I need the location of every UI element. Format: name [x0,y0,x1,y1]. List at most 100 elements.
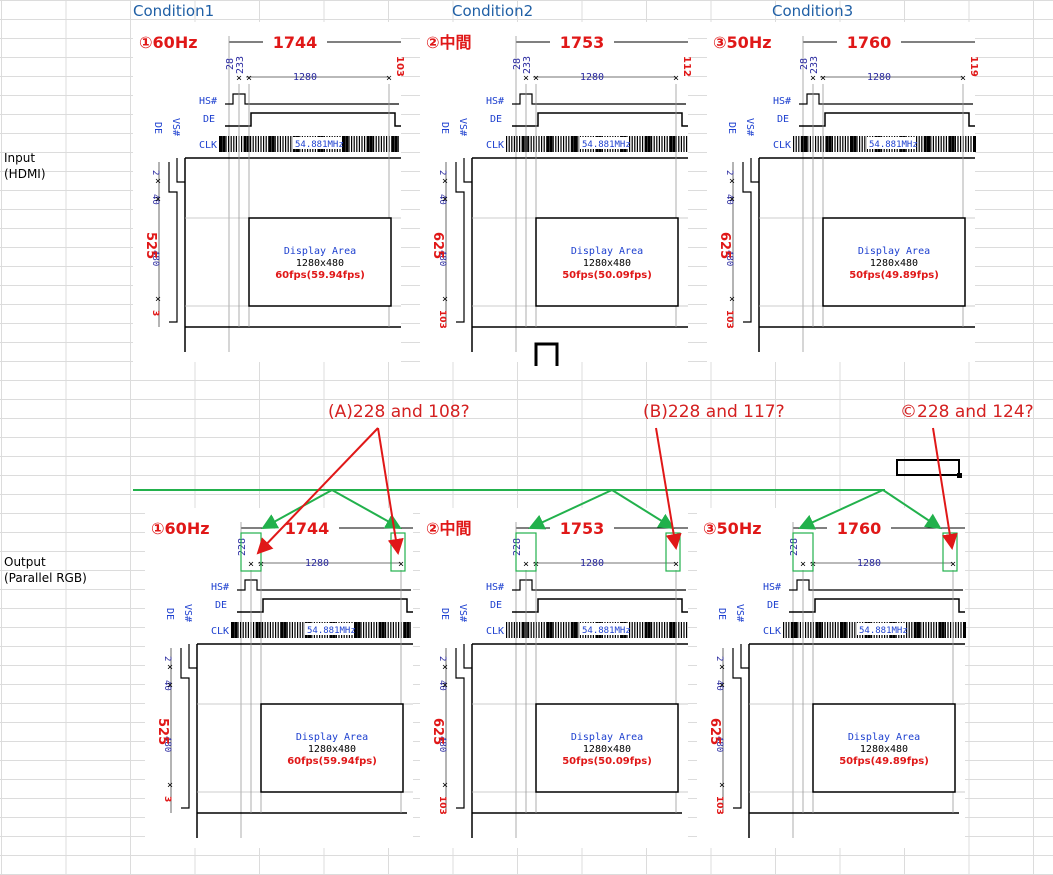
svg-text:2: 2 [714,656,724,661]
svg-text:×: × [729,294,735,305]
svg-text:×: × [398,559,404,570]
svg-text:40: 40 [714,680,724,691]
total-width-label: 1744 [285,519,330,538]
fps-label: 50fps(50.09fps) [562,270,652,281]
svg-text:DE: DE [152,122,163,134]
total-width-label: 1760 [847,33,892,52]
svg-text:Display Area: Display Area [571,732,643,743]
svg-text:×: × [442,176,448,187]
svg-text:2: 2 [724,170,734,175]
h-tail-label: 103 [394,56,405,77]
fps-label: 50fps(49.89fps) [839,756,929,767]
fps-label: 60fps(59.94fps) [287,756,377,767]
mode-label: ②中間 [426,519,472,538]
svg-text:×: × [246,73,252,84]
svg-text:×: × [960,73,966,84]
svg-text:×: × [729,194,735,205]
svg-text:×: × [167,780,173,791]
svg-text:2: 2 [437,656,447,661]
mode-label: ③50Hz [703,519,762,538]
svg-text:×: × [442,680,448,691]
selected-cell[interactable] [896,459,960,476]
svg-text:CLK: CLK [486,626,504,637]
row-label-input: Input (HDMI) [4,150,46,182]
svg-text:×: × [155,294,161,305]
svg-text:103: 103 [724,310,734,329]
svg-text:1280x480: 1280x480 [296,258,344,269]
svg-text:HS#: HS# [773,96,791,107]
svg-text:DE: DE [439,122,450,134]
annotation-c: ©228 and 124? [900,402,1034,422]
fill-handle[interactable] [957,473,962,478]
svg-text:VS#: VS# [170,118,181,136]
svg-text:DE: DE [439,608,450,620]
row-label-input-title: Input [4,151,36,165]
svg-text:Display Area: Display Area [571,246,643,257]
total-width-label: 1760 [837,519,882,538]
svg-text:1280x480: 1280x480 [308,744,356,755]
svg-text:2: 2 [162,656,172,661]
v-total-label: 625 [707,718,722,745]
svg-text:VS#: VS# [457,118,468,136]
svg-text:Display Area: Display Area [284,246,356,257]
svg-text:103: 103 [437,310,447,329]
display-area-box [260,703,404,793]
svg-text:HS#: HS# [199,96,217,107]
svg-text:×: × [236,73,242,84]
svg-text:103: 103 [714,796,724,815]
svg-text:480: 480 [724,250,734,266]
svg-text:×: × [719,680,725,691]
svg-text:×: × [523,559,529,570]
h-front-label: 228 [512,538,523,556]
svg-text:×: × [719,780,725,791]
column-header-condition2: Condition2 [452,2,534,20]
svg-text:CLK: CLK [773,140,791,151]
total-width-label: 1753 [560,519,605,538]
h-active-label: 1280 [293,72,317,83]
h-tail-label: 119 [968,56,979,77]
annotation-b: (B)228 and 117? [643,402,785,422]
column-header-condition1: Condition1 [133,2,215,20]
svg-text:HS#: HS# [211,582,229,593]
svg-text:HS#: HS# [486,96,504,107]
v-total-label: 625 [430,232,445,259]
h-front-label: 28 [799,58,810,70]
svg-text:×: × [442,662,448,673]
svg-text:DE: DE [490,600,502,611]
svg-text:×: × [820,73,826,84]
svg-text:×: × [386,73,392,84]
svg-text:54.881MHz: 54.881MHz [582,140,631,150]
svg-text:Display Area: Display Area [848,732,920,743]
h-front-label: 228 [237,538,248,556]
svg-text:480: 480 [437,736,447,752]
fps-label: 60fps(59.94fps) [275,270,365,281]
svg-text:×: × [442,780,448,791]
svg-text:480: 480 [162,736,172,752]
svg-text:HS#: HS# [763,582,781,593]
svg-text:480: 480 [714,736,724,752]
svg-text:40: 40 [724,194,734,205]
svg-text:VS#: VS# [734,604,745,622]
svg-text:40: 40 [437,680,447,691]
svg-text:CLK: CLK [199,140,217,151]
bracket-shape [534,342,559,366]
h-active-label: 1280 [305,558,329,569]
svg-text:40: 40 [162,680,172,691]
svg-text:3: 3 [162,796,172,802]
h-active-label: 1280 [857,558,881,569]
svg-text:1280x480: 1280x480 [870,258,918,269]
svg-text:VS#: VS# [744,118,755,136]
svg-text:×: × [442,194,448,205]
h-front-label: 28 [512,58,523,70]
svg-text:×: × [248,559,254,570]
display-area-box [535,217,679,307]
